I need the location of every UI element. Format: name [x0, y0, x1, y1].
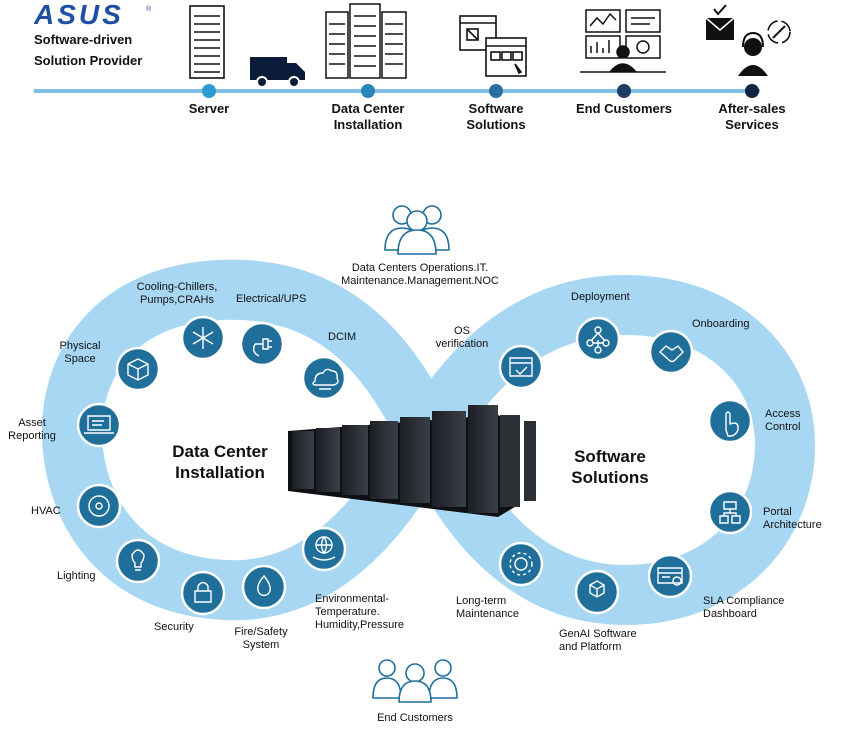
timeline-dot-software	[489, 84, 503, 98]
support-headset-icon	[705, 4, 791, 76]
top-group-label: Data Centers Operations.IT.Maintenance.M…	[341, 262, 499, 287]
operations-team-icon	[384, 205, 450, 255]
bottom-group-label: End Customers	[377, 712, 453, 724]
delivery-truck-icon	[250, 57, 305, 88]
data-center-racks-icon	[325, 3, 407, 79]
handshake-icon	[648, 329, 694, 375]
timeline-dot-customers	[617, 84, 631, 98]
loop-icon-glyphs	[84, 326, 741, 603]
timeline-dot-server	[202, 84, 216, 98]
label-lighting: Lighting	[57, 570, 96, 582]
svg-text:ASUS: ASUS	[34, 2, 124, 28]
label-hvac: HVAC	[31, 505, 61, 517]
label-environmental: Environmental-Temperature.Humidity,Press…	[315, 593, 405, 631]
svg-text:®: ®	[146, 5, 152, 13]
label-dcim: DCIM	[328, 331, 357, 343]
cloud-database-icon	[301, 355, 347, 401]
server-rack-icon	[189, 5, 225, 79]
label-cooling: Cooling-Chillers,Pumps,CRAHs	[136, 281, 218, 306]
window-check-icon	[498, 344, 544, 390]
gear-cycle-icon	[498, 541, 544, 587]
dashboard-check-icon	[647, 553, 693, 599]
timeline-dot-installation	[361, 84, 375, 98]
flame-icon	[241, 564, 287, 610]
label-electrical: Electrical/UPS	[236, 293, 307, 305]
server-cluster-image	[288, 405, 536, 517]
tagline-line2: Solution Provider	[34, 53, 143, 68]
timeline	[34, 3, 791, 98]
fan-icon	[76, 483, 122, 529]
timeline-label-server: Server	[188, 101, 230, 116]
label-onboarding: Onboarding	[692, 318, 750, 330]
network-nodes-icon	[575, 316, 621, 362]
timeline-dot-aftersales	[745, 84, 759, 98]
padlock-icon	[180, 570, 226, 616]
label-deployment: Deployment	[571, 291, 630, 303]
tagline-line1: Software-driven	[34, 32, 133, 47]
asus-logo: ASUS ®	[34, 2, 152, 28]
label-security: Security	[154, 621, 194, 633]
end-customers-icon	[372, 659, 458, 703]
monitoring-desk-icon	[580, 9, 666, 73]
lightbulb-icon	[115, 538, 161, 584]
software-windows-icon	[459, 15, 527, 77]
timeline-label-customers: End Customers	[575, 101, 673, 116]
globe-hand-icon	[301, 526, 347, 572]
